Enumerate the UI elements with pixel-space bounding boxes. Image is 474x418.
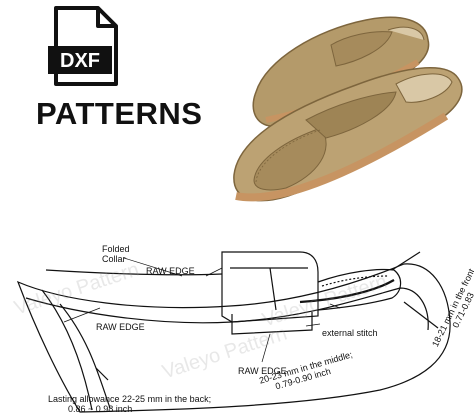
label-raw-edge-bottom: RAW EDGE [238,366,287,376]
loafer-photo [233,16,463,202]
label-folded-collar: Folded Collar [102,244,130,264]
label-raw-edge-left: RAW EDGE [96,322,145,332]
label-lasting-back: Lasting allowance 22-25 mm in the back; … [48,394,212,414]
page-title: PATTERNS [36,96,203,131]
pattern-diagram: Valeyo Pattern Valeyo Pattern Valeyo Pat… [0,230,474,418]
front-loafer [233,67,463,202]
pattern-outline [16,251,451,413]
dxf-file-icon: DXF [48,6,118,86]
file-badge-text: DXF [60,50,100,72]
label-raw-edge-top: RAW EDGE [146,266,195,276]
label-external-stitch: external stitch [322,328,378,338]
